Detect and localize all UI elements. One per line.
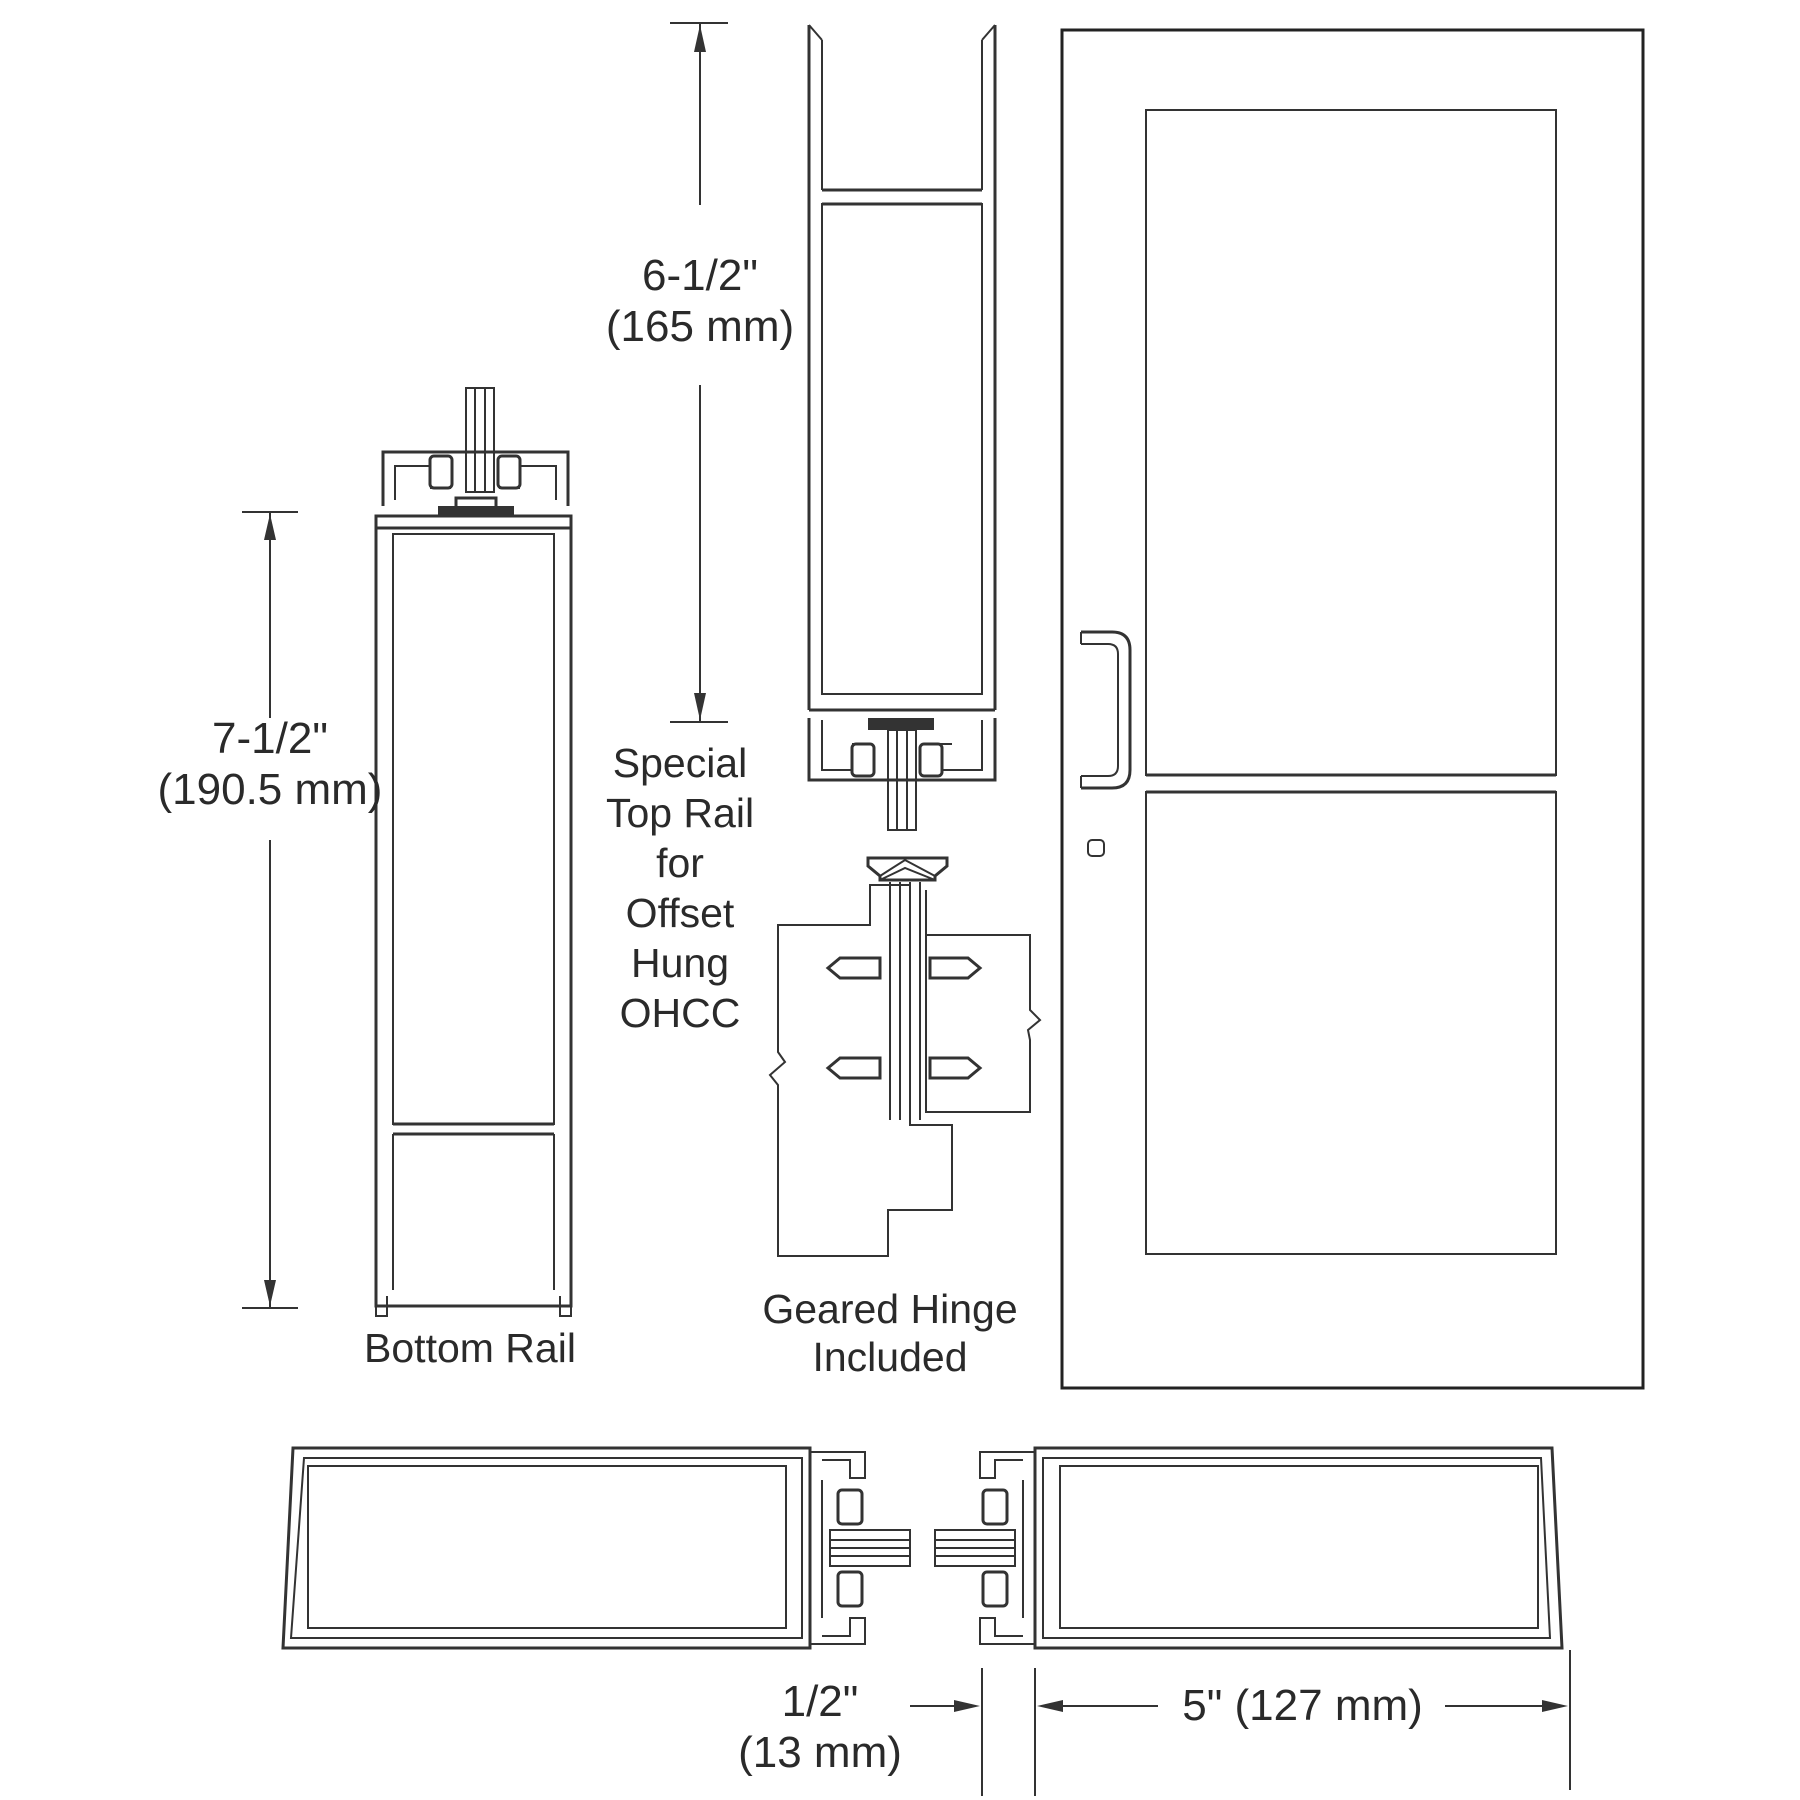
top-rail-caption-line: Offset [625, 890, 735, 937]
bottom-rail-profile [374, 387, 573, 1317]
top-rail-dimension-metric: (165 mm) [605, 302, 795, 352]
hinge-caption: Geared Hinge Included [745, 1286, 1035, 1382]
top-rail-dimension-line [670, 22, 728, 723]
stile-gap-dimension-line [910, 1668, 983, 1796]
top-rail-caption-line: for [656, 840, 704, 887]
stile-gap-dimension: 1/2" (13 mm) [720, 1676, 920, 1779]
stile-gap-dimension-imperial: 1/2" [781, 1677, 859, 1726]
bottom-rail-dimension-metric: (190.5 mm) [157, 765, 383, 815]
stile-section-left [281, 1446, 911, 1650]
stile-width-dimension: 5" (127 mm) [1182, 1681, 1423, 1730]
top-rail-dimension: 6-1/2" (165 mm) [570, 250, 830, 353]
bottom-rail-dimension: 7-1/2" (190.5 mm) [125, 713, 415, 816]
stile-gap-dimension-metric: (13 mm) [738, 1728, 902, 1778]
stile-width-dimension-line [1034, 1650, 1571, 1796]
bottom-rail-dimension-line [242, 511, 298, 1309]
bottom-rail-caption: Bottom Rail [364, 1325, 576, 1371]
top-rail-caption-line: Hung [630, 940, 729, 987]
top-rail-caption-line: Special [612, 740, 748, 786]
top-rail-profile [807, 24, 997, 831]
top-rail-caption-line: OHCC [619, 990, 741, 1037]
hinge-caption-line: Geared Hinge [762, 1286, 1018, 1332]
door-elevation [1060, 28, 1645, 1390]
hinge-caption-line: Included [812, 1333, 968, 1380]
top-rail-caption-line: Top Rail [605, 790, 755, 837]
geared-hinge-drawing [768, 856, 1042, 1257]
bottom-rail-dimension-imperial: 7-1/2" [212, 714, 328, 763]
stile-section-right [934, 1446, 1564, 1650]
top-rail-dimension-imperial: 6-1/2" [642, 251, 758, 300]
top-rail-caption: Special Top Rail for Offset Hung OHCC [580, 738, 780, 1038]
